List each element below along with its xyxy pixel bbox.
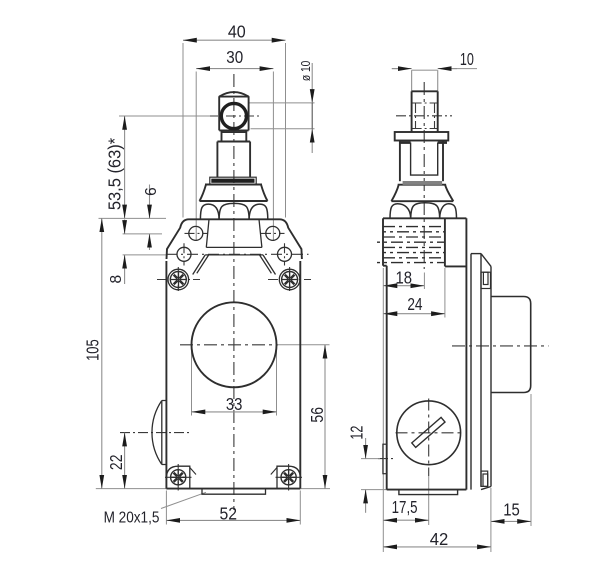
svg-text:52: 52 (220, 504, 238, 524)
svg-text:40: 40 (228, 22, 246, 42)
svg-text:56: 56 (309, 407, 328, 423)
svg-text:33: 33 (226, 395, 243, 414)
svg-text:6: 6 (143, 187, 160, 196)
svg-text:ø 10: ø 10 (299, 60, 313, 81)
svg-text:24: 24 (407, 296, 422, 315)
svg-text:10: 10 (460, 50, 474, 70)
svg-text:12: 12 (347, 426, 367, 440)
svg-text:22: 22 (108, 455, 127, 471)
svg-text:8: 8 (108, 275, 125, 284)
svg-text:17,5: 17,5 (392, 498, 418, 517)
svg-text:42: 42 (430, 530, 448, 549)
svg-text:105: 105 (84, 339, 103, 361)
svg-text:18: 18 (396, 268, 413, 287)
svg-text:15: 15 (503, 500, 520, 519)
svg-text:30: 30 (226, 48, 243, 67)
svg-text:53,5 (63)*: 53,5 (63)* (105, 138, 125, 211)
svg-text:M 20x1,5: M 20x1,5 (104, 510, 160, 527)
